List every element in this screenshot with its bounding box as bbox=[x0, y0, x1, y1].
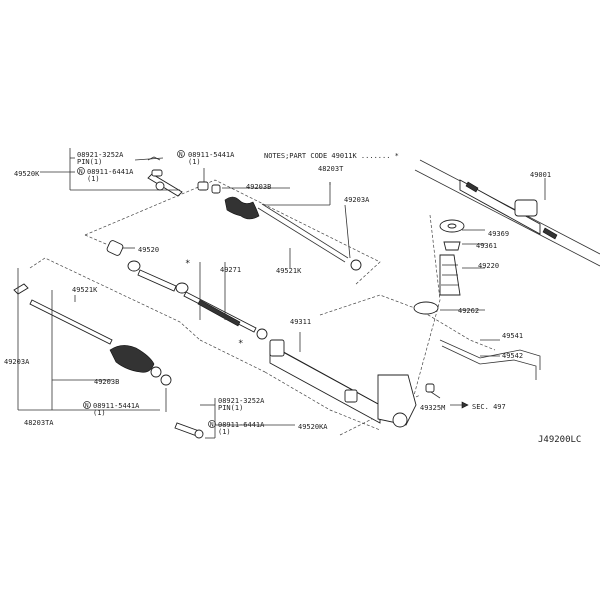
label-notes: NOTES;PART CODE 49011K ....... * bbox=[264, 152, 399, 160]
tie-rod-left bbox=[13, 268, 172, 411]
pressure-lines bbox=[425, 339, 541, 409]
pinion-stack bbox=[413, 219, 485, 315]
label-49001: 49001 bbox=[530, 171, 551, 179]
label-49271: 49271 bbox=[220, 266, 241, 274]
label-49262: 49262 bbox=[458, 307, 479, 315]
n-marker-letter: N bbox=[85, 403, 89, 410]
label-49203b-top: 49203B bbox=[246, 183, 271, 191]
label-sec497: SEC. 497 bbox=[472, 403, 506, 411]
label-49203a-left: 49203A bbox=[4, 358, 30, 366]
label-08911-5441a-bot: 08911-5441A bbox=[93, 402, 140, 410]
label-49203b-left: 49203B bbox=[94, 378, 119, 386]
nut-and-boot-upper: N bbox=[177, 150, 362, 271]
tie-rod-end-left bbox=[165, 388, 295, 439]
label-pin1-top: PIN(1) bbox=[77, 158, 102, 166]
label-49361: 49361 bbox=[476, 242, 497, 250]
label-08921-3252a-bot: 08921-3252A bbox=[218, 397, 265, 405]
label-49311: 49311 bbox=[290, 318, 311, 326]
rack-housing bbox=[269, 332, 417, 428]
label-49520: 49520 bbox=[138, 246, 159, 254]
assembly-thumbnail bbox=[414, 159, 600, 267]
label-49541: 49541 bbox=[502, 332, 523, 340]
label-08911-5441a-top: 08911-5441A bbox=[188, 151, 235, 159]
label-49203a-right: 49203A bbox=[344, 196, 370, 204]
label-49520ka: 49520KA bbox=[298, 423, 328, 431]
n-marker-letter: N bbox=[179, 152, 183, 159]
label-08921-3252a-top: 08921-3252A bbox=[77, 151, 124, 159]
label-49542: 49542 bbox=[502, 352, 523, 360]
n-marker-letter: N bbox=[79, 169, 83, 176]
label-08911-6441a-bot: 08911-6441A bbox=[218, 421, 265, 429]
label-49520k: 49520K bbox=[14, 170, 40, 178]
label-49369: 49369 bbox=[488, 230, 509, 238]
label-49220: 49220 bbox=[478, 262, 499, 270]
diagram-code: J49200LC bbox=[538, 435, 581, 445]
asterisk-marker: * bbox=[238, 339, 243, 349]
rack-inner-parts: * * bbox=[106, 240, 268, 349]
label-49521k-right: 49521K bbox=[276, 267, 302, 275]
n-marker-letter: N bbox=[210, 422, 214, 429]
n-marker-icon bbox=[77, 167, 85, 175]
label-08911-5441a-top-qty: (1) bbox=[188, 158, 201, 166]
n-marker-icon bbox=[208, 420, 216, 428]
label-48203ta: 48203TA bbox=[24, 419, 54, 427]
label-08911-6441a-bot-qty: (1) bbox=[218, 428, 231, 436]
label-48203t: 48203T bbox=[318, 165, 344, 173]
n-marker-icon bbox=[177, 150, 185, 158]
tie-rod-end-right bbox=[40, 148, 183, 197]
n-marker-icon bbox=[83, 401, 91, 409]
label-08911-5441a-bot-qty: (1) bbox=[93, 409, 106, 417]
label-pin1-bot: PIN(1) bbox=[218, 404, 243, 412]
label-49521k-left: 49521K bbox=[72, 286, 98, 294]
asterisk-marker: * bbox=[185, 259, 190, 269]
label-49325m: 49325M bbox=[420, 404, 445, 412]
label-08911-6441a-top: 08911-6441A bbox=[87, 168, 134, 176]
label-08911-6441a-top-qty: (1) bbox=[87, 175, 100, 183]
